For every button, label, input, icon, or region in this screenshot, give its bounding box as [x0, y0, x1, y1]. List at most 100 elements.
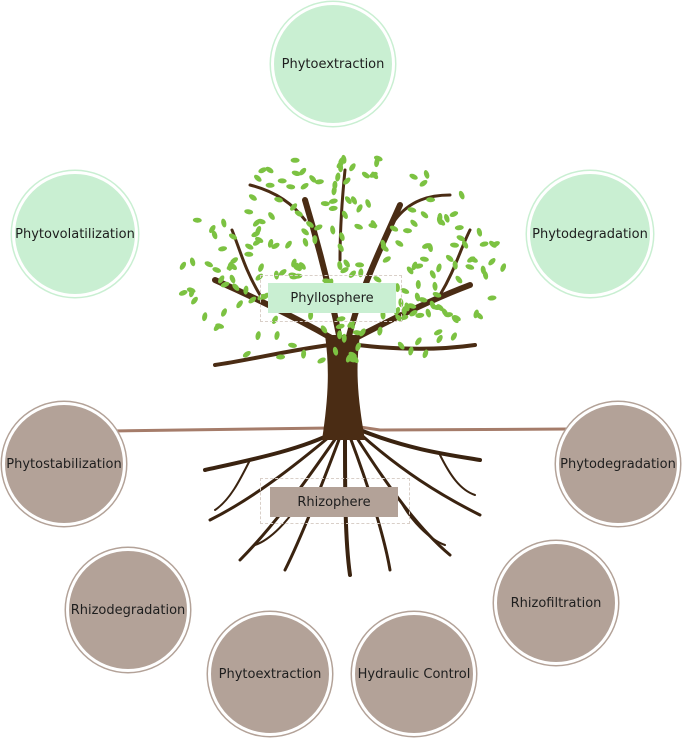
- leaf: [254, 174, 262, 182]
- leaf: [209, 225, 216, 233]
- leaf: [204, 261, 213, 268]
- leaf: [285, 240, 292, 249]
- leaf: [348, 270, 357, 278]
- leaf: [212, 267, 222, 273]
- leaf: [395, 314, 403, 322]
- leaf: [400, 288, 410, 294]
- leaf: [211, 230, 218, 240]
- leaf: [373, 155, 383, 162]
- leaf: [436, 334, 443, 344]
- leaf: [228, 233, 238, 240]
- leaf: [221, 218, 227, 228]
- leaf: [191, 296, 198, 305]
- leaf: [422, 243, 431, 249]
- leaf: [202, 312, 208, 322]
- process-label: Phytostabilization: [6, 456, 122, 472]
- process-label: Phytoextraction: [281, 56, 385, 72]
- leaf: [355, 342, 361, 352]
- leaf: [244, 209, 254, 215]
- process-phytodegradation-top: Phytodegradation: [527, 171, 653, 297]
- leaf: [403, 228, 412, 234]
- leaf: [476, 227, 483, 237]
- leaf: [449, 211, 459, 218]
- leaf: [221, 308, 227, 317]
- leaf: [298, 262, 306, 270]
- leaf: [355, 262, 365, 268]
- leaf: [341, 333, 347, 343]
- leaf: [337, 330, 343, 340]
- process-label: Phytodegradation: [532, 226, 648, 242]
- leaf: [299, 167, 307, 176]
- leaf: [218, 246, 228, 252]
- leaf: [179, 261, 187, 270]
- leaf: [332, 346, 339, 356]
- process-phytoextraction-top: Phytoextraction: [271, 2, 395, 126]
- rhizophere-text: Rhizophere: [297, 494, 371, 510]
- leaf: [454, 225, 464, 231]
- leaf: [300, 182, 309, 190]
- leaf: [248, 296, 257, 304]
- tree-trunk: [322, 335, 365, 440]
- leaf: [322, 278, 332, 284]
- leaf: [436, 263, 442, 273]
- leaf: [317, 357, 326, 364]
- leaf: [450, 332, 457, 341]
- leaf: [398, 298, 404, 308]
- leaf: [422, 349, 429, 359]
- leaf: [345, 354, 352, 363]
- leaf: [410, 219, 418, 227]
- leaf: [350, 196, 358, 205]
- leaf: [380, 244, 389, 252]
- leaf: [335, 172, 341, 182]
- process-phytoextraction-bottom: Phytoextraction: [208, 612, 332, 736]
- leaf: [488, 258, 496, 266]
- leaf: [288, 342, 297, 348]
- process-label: Phytovolatilization: [15, 226, 135, 242]
- leaf: [419, 256, 429, 262]
- leaf: [420, 211, 429, 219]
- leaf: [458, 190, 465, 200]
- leaf: [351, 355, 359, 364]
- leaf: [475, 312, 484, 320]
- leaf: [377, 326, 383, 336]
- leaf: [349, 163, 356, 172]
- leaf: [382, 256, 391, 263]
- leaf: [451, 315, 459, 324]
- leaf: [286, 184, 296, 190]
- leaf: [444, 312, 453, 318]
- leaf: [302, 237, 309, 247]
- leaf: [277, 178, 287, 184]
- process-phytovolatilization: Phytovolatilization: [12, 171, 138, 297]
- leaf: [369, 171, 378, 178]
- leaf: [395, 240, 404, 247]
- canopy-leaves: [178, 154, 507, 364]
- leaf: [337, 243, 344, 252]
- leaf: [354, 223, 363, 230]
- leaf: [301, 228, 309, 236]
- leaf: [257, 293, 266, 301]
- process-label: Rhizofiltration: [510, 595, 602, 611]
- leaf: [469, 256, 478, 263]
- leaf: [425, 308, 432, 318]
- leaf: [258, 167, 267, 174]
- leaf: [267, 239, 274, 248]
- leaf: [408, 346, 414, 356]
- leaf: [291, 258, 297, 268]
- leaf: [274, 196, 283, 203]
- leaf: [320, 201, 330, 207]
- leaf: [230, 257, 239, 264]
- leaf: [229, 274, 236, 284]
- leaf: [450, 242, 459, 248]
- leaf: [186, 287, 196, 293]
- leaf: [328, 205, 338, 211]
- leaf: [349, 320, 355, 330]
- leaf: [293, 273, 303, 279]
- leaf: [489, 240, 497, 248]
- leaf: [339, 232, 345, 241]
- leaf: [178, 290, 188, 296]
- leaf: [482, 270, 489, 280]
- leaf: [189, 257, 196, 267]
- process-rhizofiltration: Rhizofiltration: [494, 541, 618, 665]
- leaf: [335, 323, 345, 330]
